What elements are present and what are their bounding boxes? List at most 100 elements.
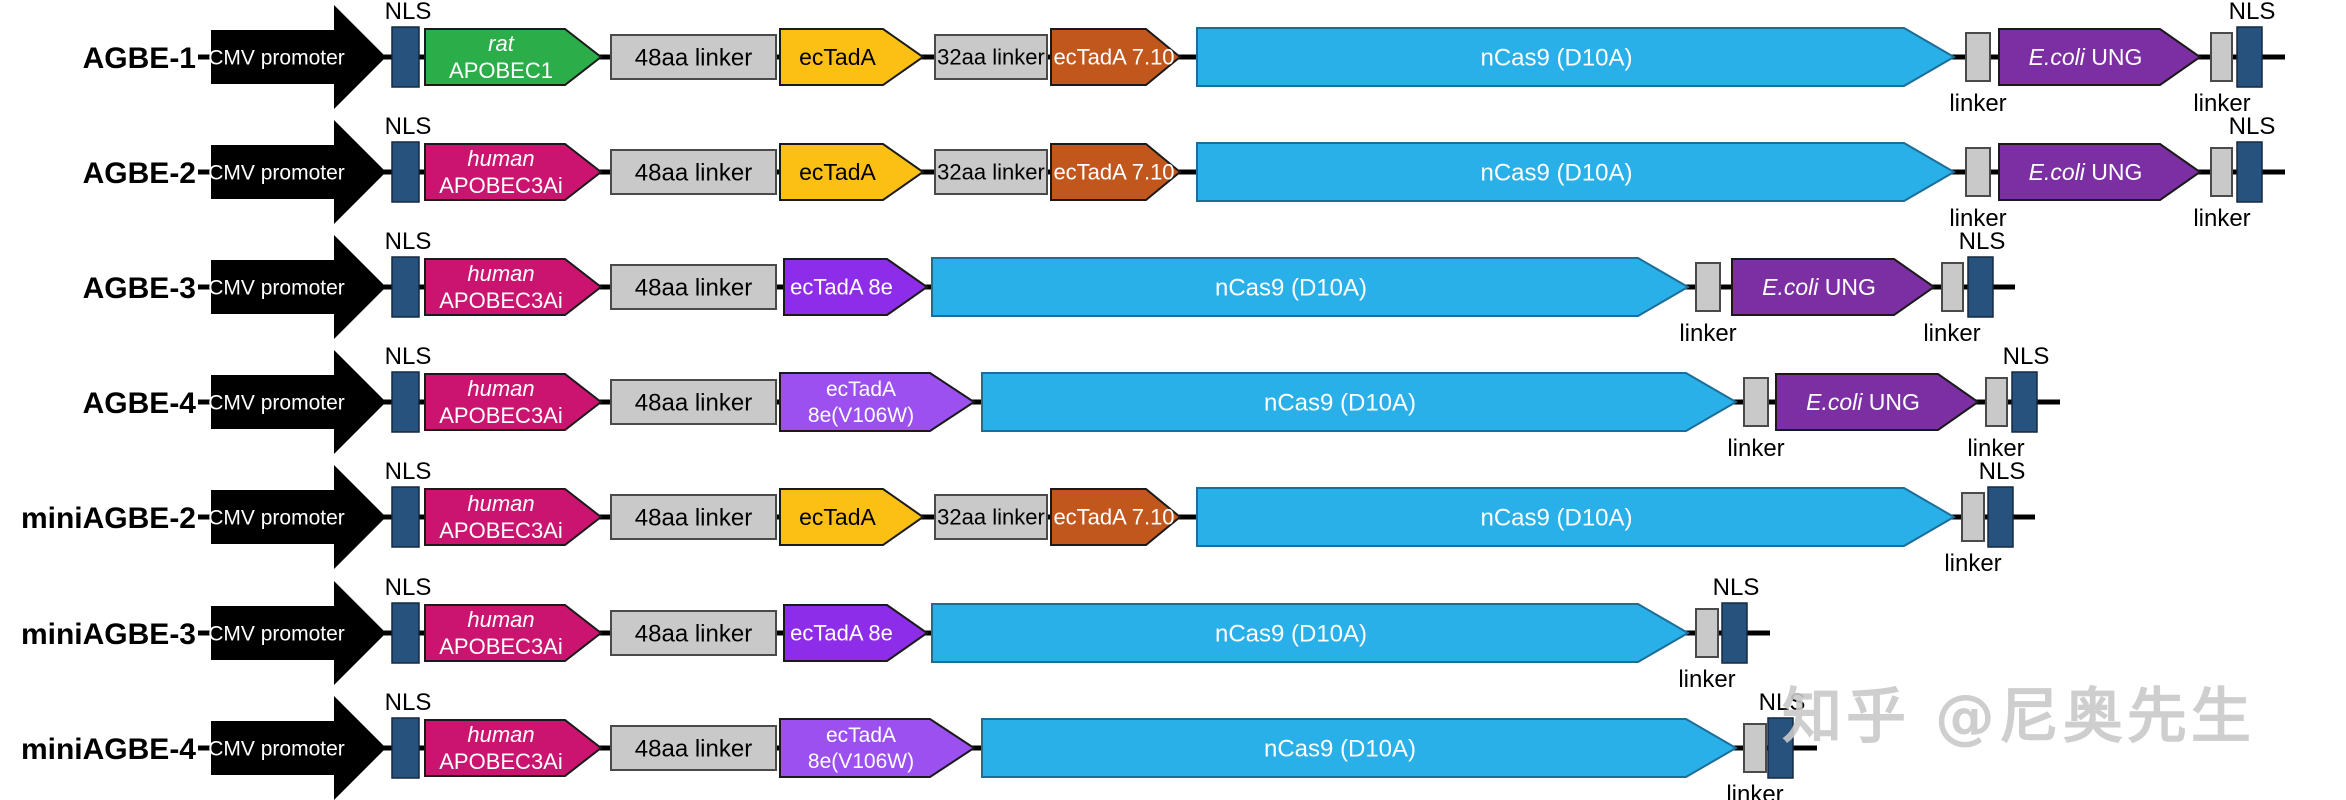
ectada-8e-label: ecTadA 8e [790,621,893,646]
row-title: AGBE-4 [83,387,197,420]
ectada-8e-label: ecTadA 8e [790,275,893,300]
nls-bar [2011,371,2038,433]
rat-apobec1-label: APOBEC1 [449,58,553,83]
48aa-linker [610,725,777,771]
linker-box [1985,377,2008,427]
nls-label: NLS [385,0,432,25]
nls-bar [391,371,420,433]
cmv-promoter-arrow [211,350,386,454]
rat-apobec1-arrow [424,28,603,86]
linker-label: linker [1923,320,1980,347]
nls-bar [2236,141,2263,203]
cmv-promoter-arrow [211,696,386,800]
linker-label: linker [1678,666,1735,693]
human-apobec3ai-label: APOBEC3Ai [439,403,563,428]
linker-box [1695,262,1721,312]
nls-label: NLS [385,574,432,601]
ecoli-ung-arrow [1731,258,1936,316]
linker-label: linker [2193,90,2250,117]
ectada-8e-v106w-label: 8e(V106W) [808,750,914,773]
48aa-linker-label: 48aa linker [635,44,752,71]
ncas9-d10a-label: nCas9 (D10A) [1215,620,1367,647]
linker-box [1965,32,1991,82]
cmv-promoter-arrow [211,5,386,109]
ectada-8e-arrow [783,258,929,316]
linker-box [1743,377,1769,427]
human-apobec3ai-arrow [424,258,603,316]
ecoli-ung-label: E.coli UNG [1806,389,1920,415]
human-apobec3ai-label: human [467,722,534,747]
48aa-linker [610,610,777,656]
ectada-label: ecTadA [799,44,876,70]
nls-label: NLS [2003,343,2050,370]
human-apobec3ai-label: APOBEC3Ai [439,634,563,659]
ncas9-d10a-arrow [1196,487,1956,547]
48aa-linker [610,379,777,425]
linker-label: linker [1949,205,2006,232]
48aa-linker-label: 48aa linker [635,159,752,186]
linker-box [2210,32,2233,82]
ectada-7-10-arrow [1050,488,1182,546]
nls-label: NLS [2229,113,2276,140]
cmv-promoter-label: CMV promoter [208,46,345,69]
nls-bar [391,486,420,548]
cmv-promoter-arrow [211,235,386,339]
ectada-7-10-arrow [1050,143,1182,201]
ncas9-d10a-arrow [931,257,1690,317]
cmv-promoter-label: CMV promoter [208,737,345,760]
nls-bar [1987,486,2014,548]
watermark: 知乎 @尼奥先生 [1782,682,2255,752]
row-title: AGBE-3 [83,272,196,305]
cmv-promoter-arrow [211,465,386,569]
nls-label: NLS [385,689,432,716]
ecoli-ung-label: E.coli UNG [2029,44,2143,70]
nls-label: NLS [385,228,432,255]
linker-box [1941,262,1964,312]
ncas9-d10a-arrow [931,603,1690,663]
linker-box [1695,608,1719,658]
row-title: AGBE-2 [83,157,196,190]
ectada-label: ecTadA [799,504,876,530]
human-apobec3ai-label: APOBEC3Ai [439,288,563,313]
cmv-promoter-label: CMV promoter [208,276,345,299]
human-apobec3ai-arrow [424,373,603,431]
linker-box [1743,723,1767,773]
32aa-linker-label: 32aa linker [937,160,1045,185]
linker-box [2210,147,2233,197]
human-apobec3ai-arrow [424,488,603,546]
ncas9-d10a-arrow [1196,142,1956,202]
48aa-linker-label: 48aa linker [635,274,752,301]
human-apobec3ai-label: human [467,261,534,286]
48aa-linker-label: 48aa linker [635,504,752,531]
human-apobec3ai-label: APOBEC3Ai [439,518,563,543]
human-apobec3ai-arrow [424,719,603,777]
linker-box [1961,492,1985,542]
ecoli-ung-arrow [1998,28,2202,86]
32aa-linker-label: 32aa linker [937,45,1045,70]
linker-label: linker [1967,435,2024,462]
ncas9-d10a-label: nCas9 (D10A) [1264,735,1416,762]
nls-bar [2236,26,2263,88]
32aa-linker [934,34,1048,80]
human-apobec3ai-label: human [467,491,534,516]
ncas9-d10a-label: nCas9 (D10A) [1480,159,1632,186]
48aa-linker-label: 48aa linker [635,620,752,647]
nls-bar [1767,717,1794,779]
nls-label: NLS [1959,228,2006,255]
ecoli-ung-label: E.coli UNG [1762,274,1876,300]
human-apobec3ai-arrow [424,143,603,201]
linker-label: linker [1727,435,1784,462]
cmv-promoter-arrow [211,581,386,685]
ecoli-ung-arrow [1998,143,2202,201]
row-title: miniAGBE-2 [21,502,196,535]
48aa-linker-label: 48aa linker [635,735,752,762]
nls-bar [391,717,420,779]
linker-label: linker [1949,90,2006,117]
nls-label: NLS [385,113,432,140]
human-apobec3ai-label: APOBEC3Ai [439,173,563,198]
